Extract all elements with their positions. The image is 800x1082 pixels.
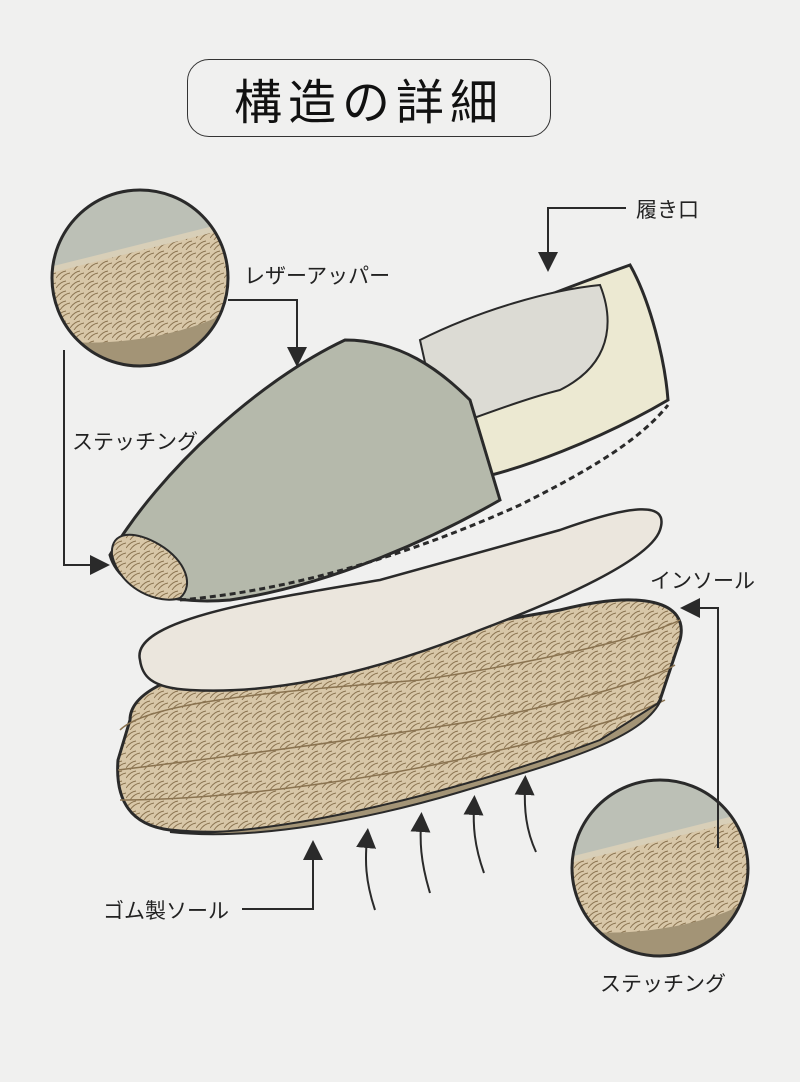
label-stitching-left: ステッチング [72, 430, 198, 454]
label-leather-upper: レザーアッパー [244, 264, 391, 288]
arrow-icon [410, 812, 431, 894]
title-box: 構造の詳細 [187, 59, 551, 137]
arrow-icon [63, 350, 110, 575]
arrow-icon [680, 598, 719, 848]
arrow-icon [463, 795, 485, 874]
arrow-icon [242, 840, 323, 910]
airflow-arrows [356, 775, 537, 911]
stitching-detail-circle-top [50, 188, 230, 368]
arrow-icon [356, 828, 377, 911]
label-insole: インソール [650, 569, 755, 593]
label-rubber-sole: ゴム製ソール [103, 899, 229, 923]
arrow-icon [514, 775, 537, 853]
label-opening: 履き口 [636, 198, 699, 222]
arrow-icon [538, 207, 626, 272]
arrow-icon [228, 299, 307, 367]
insole [138, 508, 663, 692]
callout-arrows [63, 207, 719, 910]
stitching-detail-circle-bottom [570, 778, 750, 958]
page-title: 構造の詳細 [233, 75, 504, 131]
shoe-upper [108, 263, 670, 603]
label-stitching-bottom: ステッチング [600, 972, 726, 996]
